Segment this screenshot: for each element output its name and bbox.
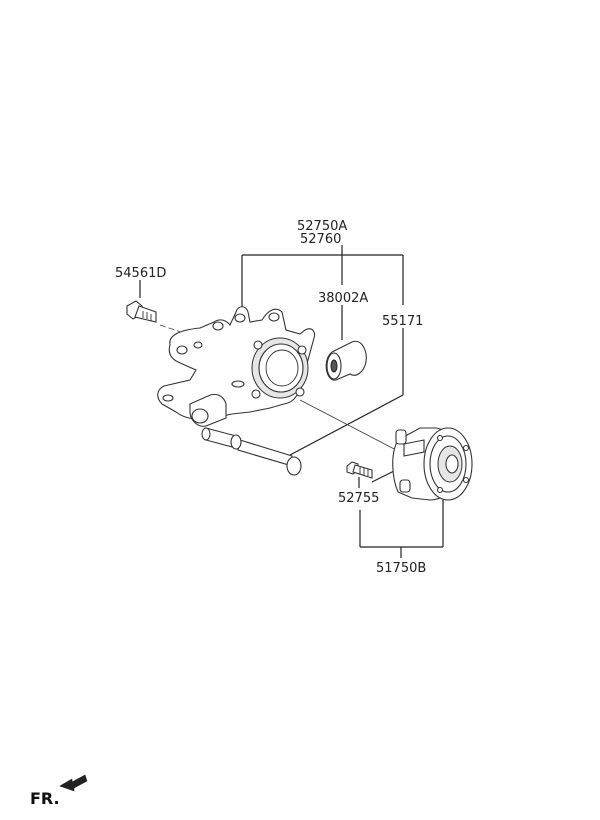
knuckle — [157, 306, 316, 427]
label-38002a: 38002A — [318, 291, 368, 306]
label-52760: 52760 — [300, 232, 341, 247]
leader-lines — [139, 245, 444, 558]
bushing-38002a — [325, 340, 367, 381]
label-52750a: 52750A — [297, 219, 347, 234]
label-52755: 52755 — [338, 491, 379, 506]
long-bolt-55171 — [201, 427, 302, 476]
front-marker-text: FR. — [30, 789, 60, 808]
front-marker: FR. — [30, 774, 88, 808]
label-55171: 55171 — [382, 314, 423, 329]
bolt-54561d — [126, 300, 157, 323]
label-51750b: 51750B — [376, 561, 426, 576]
hub-assembly-51750b — [392, 427, 473, 501]
label-54561d: 54561D — [115, 266, 166, 281]
front-arrow-icon — [59, 774, 88, 792]
hub-bolt-52755 — [346, 461, 373, 479]
